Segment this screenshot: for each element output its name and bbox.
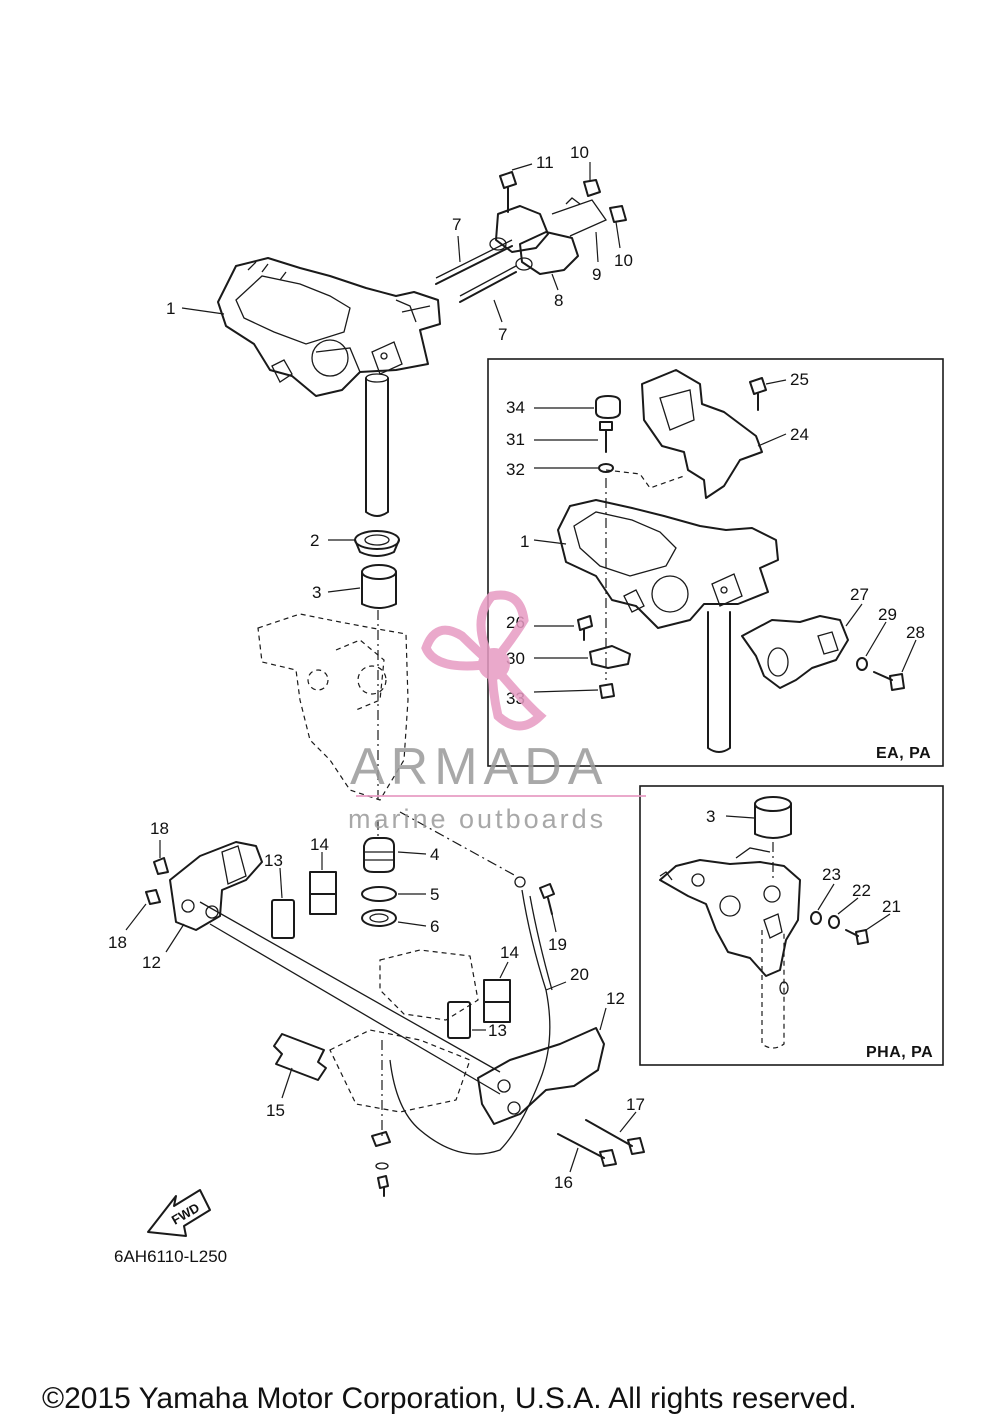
callout-7b: 7 [498, 325, 507, 344]
callout-18b: 18 [108, 933, 127, 952]
fwd-arrow: FWD [147, 1189, 211, 1237]
inset-pha-pa-frame [639, 785, 944, 1066]
callout-15: 15 [266, 1101, 285, 1120]
lower-mount-assembly [145, 811, 645, 1197]
ea-callout-27: 27 [850, 585, 869, 604]
ea-callout-32: 32 [506, 460, 525, 479]
callout-14b: 14 [500, 943, 519, 962]
callout-17: 17 [626, 1095, 645, 1114]
pha-callout-23: 23 [822, 865, 841, 884]
inset-pha-pa: 3 23 22 21 PHA, PA [639, 785, 944, 1066]
inset-pha-pa-label: PHA, PA [866, 1044, 933, 1061]
pha-callout-22: 22 [852, 881, 871, 900]
callout-10a: 10 [570, 143, 589, 162]
callout-1: 1 [166, 299, 175, 318]
copyright-notice: ©2015 Yamaha Motor Corporation, U.S.A. A… [42, 1382, 857, 1415]
armada-watermark: ARMADA marine outboards [348, 590, 646, 834]
ea-callout-29: 29 [878, 605, 897, 624]
armada-propeller-logo [421, 590, 547, 731]
ea-callout-24: 24 [790, 425, 809, 444]
ea-callout-31: 31 [506, 430, 525, 449]
callout-13a: 13 [264, 851, 283, 870]
swivel-bracket-outline [257, 610, 409, 801]
steering-bushings [354, 530, 400, 609]
callout-8: 8 [554, 291, 563, 310]
rubber-mounts [489, 171, 627, 275]
callout-10b: 10 [614, 251, 633, 270]
callout-14a: 14 [310, 835, 329, 854]
mount-studs [435, 239, 517, 303]
callout-20: 20 [570, 965, 589, 984]
callout-4: 4 [430, 845, 439, 864]
armada-tagline-text: marine outboards [348, 804, 606, 834]
ea-callout-28: 28 [906, 623, 925, 642]
callout-13b: 13 [488, 1021, 507, 1040]
callout-19: 19 [548, 935, 567, 954]
upper-mount-bracket [217, 257, 441, 517]
callout-5: 5 [430, 885, 439, 904]
pha-callout-21: 21 [882, 897, 901, 916]
ea-callout-30: 30 [506, 649, 525, 668]
ea-callout-34: 34 [506, 398, 525, 417]
callout-9: 9 [592, 265, 601, 284]
callout-12a: 12 [142, 953, 161, 972]
pha-callout-3: 3 [706, 807, 715, 826]
callout-11: 11 [536, 153, 554, 172]
ea-callout-1: 1 [520, 532, 529, 551]
armada-brand-text: ARMADA [350, 738, 608, 796]
inset-ea-pa: 34 31 32 1 26 30 33 25 24 27 29 28 EA, P… [487, 358, 944, 767]
callout-18a: 18 [150, 819, 169, 838]
callout-2: 2 [310, 531, 319, 550]
inset-ea-pa-frame [487, 358, 944, 767]
callout-12b: 12 [606, 989, 625, 1008]
callout-7a: 7 [452, 215, 461, 234]
main-callouts: 1 2 3 4 5 6 7 7 8 9 10 10 11 12 12 13 13 [108, 143, 645, 1192]
ea-callout-25: 25 [790, 370, 809, 389]
inset-ea-pa-label: EA, PA [876, 745, 931, 762]
callout-6: 6 [430, 917, 439, 936]
callout-3: 3 [312, 583, 321, 602]
diagram-code: 6AH6110-L250 [114, 1247, 227, 1266]
callout-16: 16 [554, 1173, 573, 1192]
